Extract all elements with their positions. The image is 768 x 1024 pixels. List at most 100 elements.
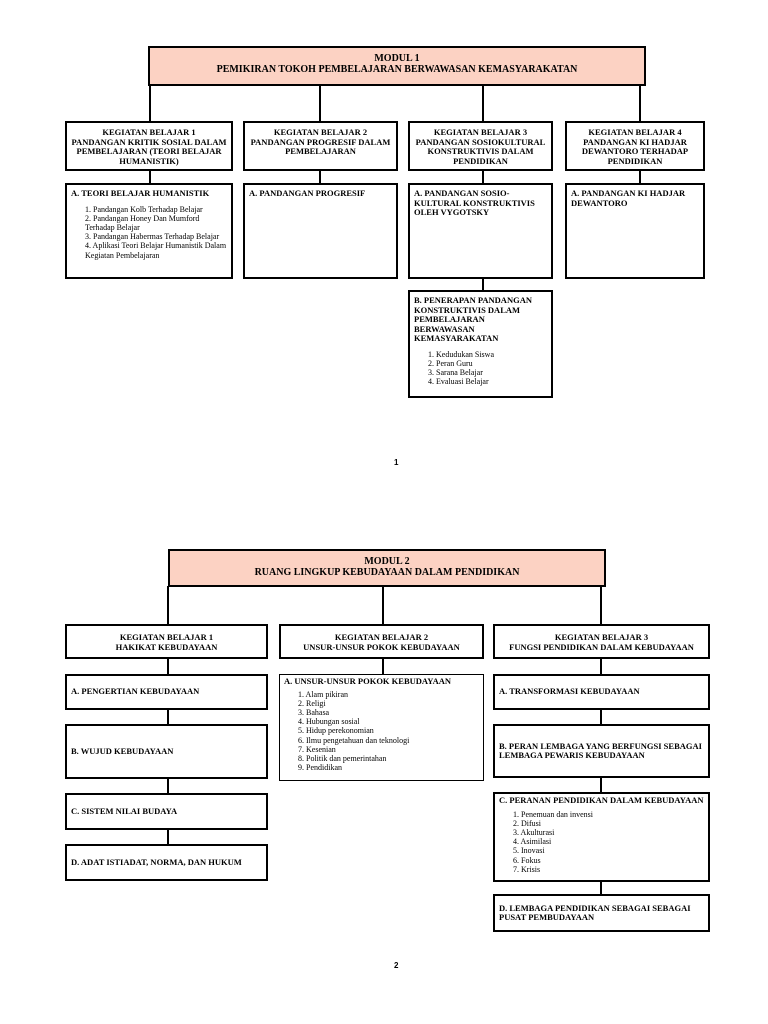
connector [639,85,641,122]
modul1-kb4-item-a: A. PANDANGAN KI HADJAR DEWANTORO [565,183,705,279]
item-title: A. PANDANGAN SOSIO-KULTURAL KONSTRUKTIVI… [414,188,535,217]
list-item: 7. Krisis [513,864,541,874]
connector [482,85,484,122]
modul2-kb2-item-a: A. UNSUR-UNSUR POKOK KEBUDAYAAN 1. Alam … [279,674,484,781]
item-title: A. PANDANGAN PROGRESIF [249,188,366,198]
list-item: 2. Pandangan Honey Dan Mumford Terhadap … [85,213,200,232]
kb-label: KEGIATAN BELAJAR 3 [554,632,649,642]
list-item: 7. Kesenian [298,744,336,754]
item-title: A. PANDANGAN KI HADJAR DEWANTORO [571,188,686,208]
connector [600,881,602,895]
kb-label: KEGIATAN BELAJAR 2 [273,127,368,137]
list-item: 6. Ilmu pengetahuan dan teknologi [298,735,410,745]
item-list: 1. Pandangan Kolb Terhadap Belajar 2. Pa… [71,205,227,260]
modul2-kb1-item-c: C. SISTEM NILAI BUDAYA [65,793,268,830]
modul2-kb3-item-b: B. PERAN LEMBAGA YANG BERFUNGSI SEBAGAI … [493,724,710,778]
list-item: 4. Hubungan sosial [298,717,360,727]
modul1-header: MODUL 1 PEMIKIRAN TOKOH PEMBELAJARAN BER… [148,46,646,86]
modul1-kb3: KEGIATAN BELAJAR 3 PANDANGAN SOSIOKULTUR… [408,121,553,171]
kb-label: KEGIATAN BELAJAR 2 [334,632,429,642]
connector [600,777,602,793]
modul2-kb3: KEGIATAN BELAJAR 3 FUNGSI PENDIDIKAN DAL… [493,624,710,659]
page-number: 1 [394,458,399,467]
item-title: A. UNSUR-UNSUR POKOK KEBUDAYAAN [284,676,452,686]
modul2-kb1-item-b: B. WUJUD KEBUDAYAAN [65,724,268,779]
modul2-header: MODUL 2 RUANG LINGKUP KEBUDAYAAN DALAM P… [168,549,606,587]
list-item: 4. Evaluasi Belajar [428,377,489,387]
modul1-kb2: KEGIATAN BELAJAR 2 PANDANGAN PROGRESIF D… [243,121,398,171]
modul2-header-line1: MODUL 2 [364,556,410,567]
modul1-kb2-item-a: A. PANDANGAN PROGRESIF [243,183,398,279]
item-list: 1. Penemuan dan invensi 2. Difusi 3. Aku… [499,810,704,874]
item-title: C. PERANAN PENDIDIKAN DALAM KEBUDAYAAN [499,795,704,805]
modul2-kb2: KEGIATAN BELAJAR 2 UNSUR-UNSUR POKOK KEB… [279,624,484,659]
list-item: 1. Kedudukan Siswa [428,349,494,359]
list-item: 8. Politik dan pemerintahan [298,753,387,763]
modul2-kb3-item-c: C. PERANAN PENDIDIKAN DALAM KEBUDAYAAN 1… [493,792,710,882]
item-title: A. TEORI BELAJAR HUMANISTIK [71,188,210,198]
modul1-kb3-item-b: B. PENERAPAN PANDANGAN KONSTRUKTIVIS DAL… [408,290,553,398]
modul2-kb1: KEGIATAN BELAJAR 1 HAKIKAT KEBUDAYAAN [65,624,268,659]
connector [167,586,169,625]
modul2-header-line2: RUANG LINGKUP KEBUDAYAAN DALAM PENDIDIKA… [254,567,520,578]
connector [482,170,484,184]
connector [382,658,384,675]
connector [600,658,602,675]
kb-title: UNSUR-UNSUR POKOK KEBUDAYAAN [303,641,460,652]
item-list: 1. Kedudukan Siswa 2. Peran Guru 3. Sara… [414,350,547,387]
connector [167,709,169,725]
list-item: 5. Inovasi [513,846,545,856]
kb-title: PANDANGAN KRITIK SOSIAL DALAM PEMBELAJAR… [71,136,227,166]
modul1-kb1: KEGIATAN BELAJAR 1 PANDANGAN KRITIK SOSI… [65,121,233,171]
list-item: 1. Alam pikiran [298,689,348,699]
list-item: 3. Sarana Belajar [428,367,483,377]
item-title: D. ADAT ISTIADAT, NORMA, DAN HUKUM [71,856,242,867]
kb-label: KEGIATAN BELAJAR 3 [433,127,528,137]
kb-label: KEGIATAN BELAJAR 1 [102,127,196,137]
item-title: A. TRANSFORMASI KEBUDAYAAN [499,686,640,697]
item-title: B. PENERAPAN PANDANGAN KONSTRUKTIVIS DAL… [414,295,532,343]
kb-title: FUNGSI PENDIDIKAN DALAM KEBUDAYAAN [509,641,694,652]
modul1-header-line2: PEMIKIRAN TOKOH PEMBELAJARAN BERWAWASAN … [216,64,578,75]
modul1-kb1-item-a: A. TEORI BELAJAR HUMANISTIK 1. Pandangan… [65,183,233,279]
item-title: B. PERAN LEMBAGA YANG BERFUNGSI SEBAGAI … [499,740,702,760]
list-item: 3. Bahasa [298,707,330,717]
list-item: 1. Penemuan dan invensi [513,809,593,819]
list-item: 2. Difusi [513,818,541,828]
connector [600,586,602,625]
connector [149,170,151,184]
kb-label: KEGIATAN BELAJAR 4 [588,127,682,137]
modul2-kb3-item-d: D. LEMBAGA PENDIDIKAN SEBAGAI SEBAGAI PU… [493,894,710,932]
item-title: B. WUJUD KEBUDAYAAN [71,745,174,756]
list-item: 3. Pandangan Habermas Terhadap Belajar [85,232,220,242]
connector [319,85,321,122]
kb-title: HAKIKAT KEBUDAYAAN [115,641,218,652]
modul1-kb3-item-a: A. PANDANGAN SOSIO-KULTURAL KONSTRUKTIVI… [408,183,553,279]
item-title: D. LEMBAGA PENDIDIKAN SEBAGAI SEBAGAI PU… [499,902,691,922]
list-item: 4. Aplikasi Teori Belajar Humanistik Dal… [85,241,227,260]
kb-title: PANDANGAN SOSIOKULTURAL KONSTRUKTIVIS DA… [415,136,546,166]
list-item: 4. Asimilasi [513,837,552,847]
modul2-kb1-item-a: A. PENGERTIAN KEBUDAYAAN [65,674,268,710]
list-item: 3. Akulturasi [513,827,555,837]
connector [149,85,151,122]
list-item: 2. Peran Guru [428,358,473,368]
modul2-kb1-item-d: D. ADAT ISTIADAT, NORMA, DAN HUKUM [65,844,268,881]
list-item: 5. Hidup perekonomian [298,726,374,736]
list-item: 1. Pandangan Kolb Terhadap Belajar [85,204,203,214]
item-list: 1. Alam pikiran 2. Religi 3. Bahasa 4. H… [284,690,479,773]
page-number: 2 [394,961,399,970]
list-item: 6. Fokus [513,855,541,865]
item-title: A. PENGERTIAN KEBUDAYAAN [71,686,200,697]
connector [639,170,641,184]
modul1-header-line1: MODUL 1 [374,53,420,64]
item-title: C. SISTEM NILAI BUDAYA [71,805,178,816]
connector [600,709,602,725]
connector [319,170,321,184]
modul2-kb3-item-a: A. TRANSFORMASI KEBUDAYAAN [493,674,710,710]
modul1-kb4: KEGIATAN BELAJAR 4 PANDANGAN KI HADJAR D… [565,121,705,171]
connector [167,829,169,845]
connector [167,658,169,675]
connector [167,778,169,794]
kb-label: KEGIATAN BELAJAR 1 [119,632,214,642]
